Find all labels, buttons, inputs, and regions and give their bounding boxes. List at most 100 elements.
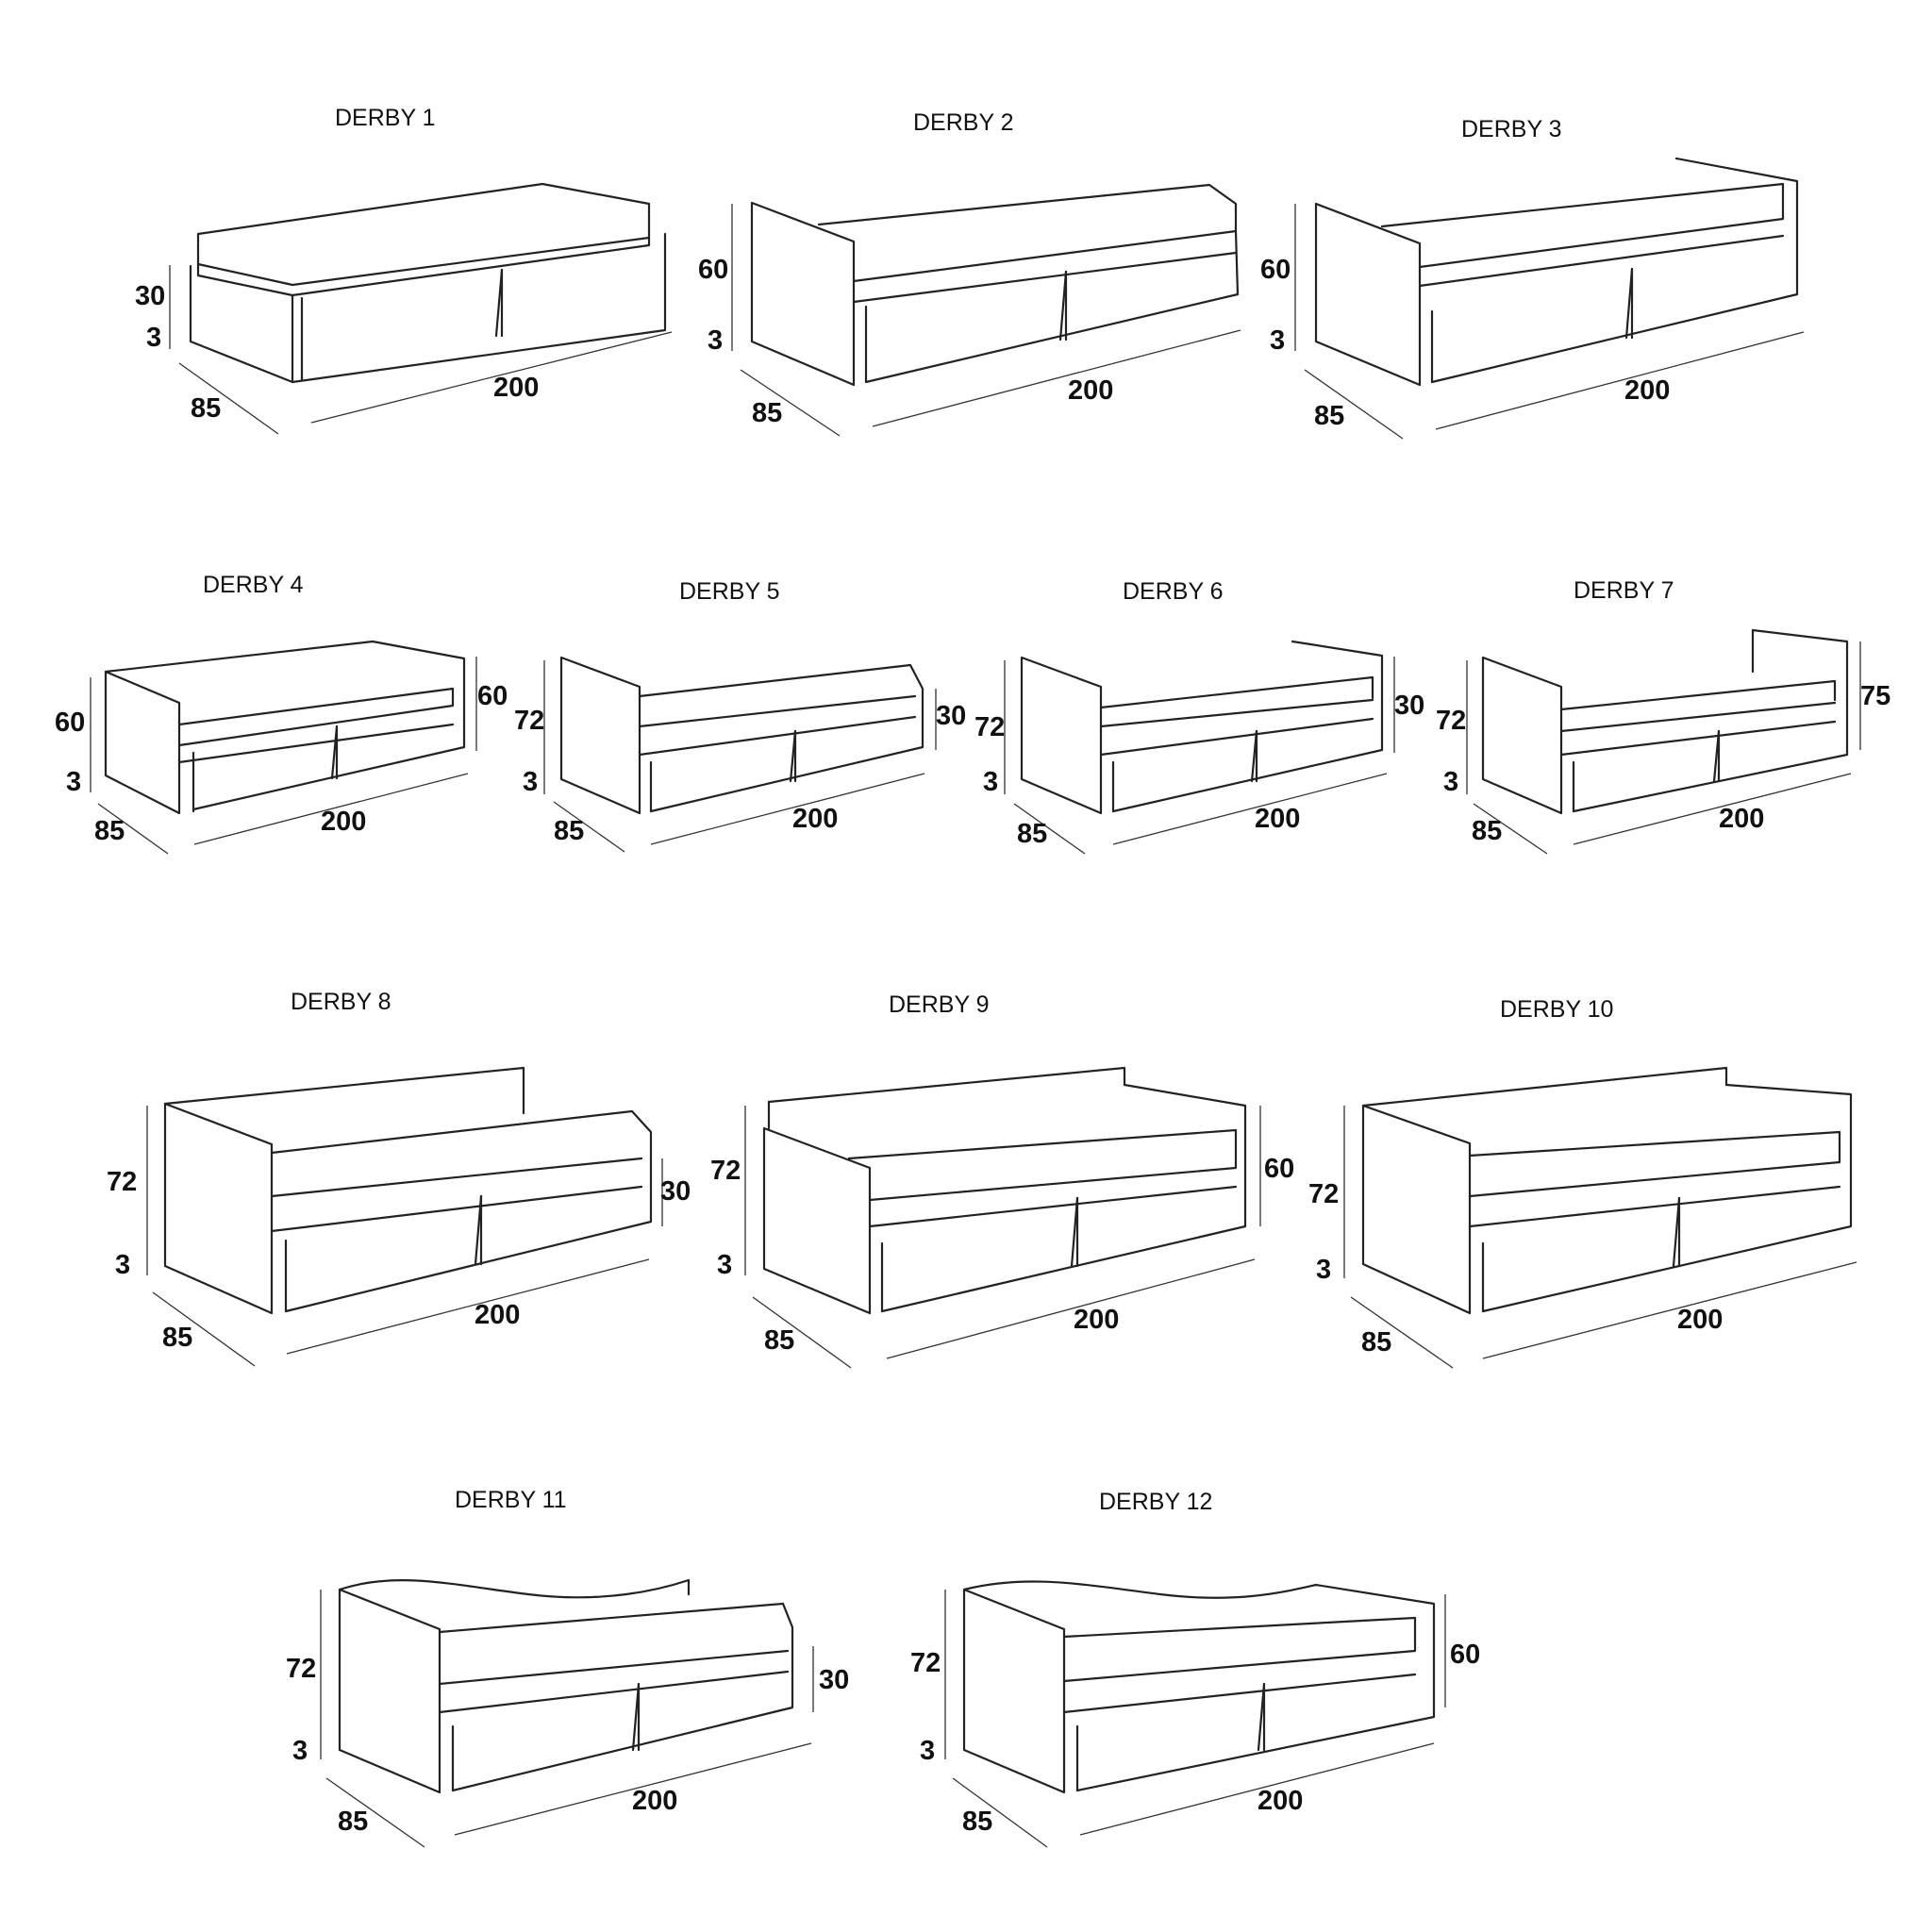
leg-height-label: 3	[115, 1250, 130, 1280]
leg-height-label: 3	[983, 767, 998, 797]
left-height-label: 60	[55, 708, 85, 738]
right-height-label: 60	[1264, 1154, 1294, 1184]
left-height-label: 72	[910, 1648, 941, 1678]
model-derby-10: DERBY 10 72 3 85 200	[1308, 996, 1857, 1369]
dimension-lines	[169, 265, 673, 435]
model-title: DERBY 6	[1123, 578, 1224, 605]
length-label: 200	[1624, 375, 1670, 406]
dimension-lines	[1294, 204, 1805, 440]
model-title: DERBY 5	[679, 578, 780, 605]
dimension-lines	[944, 1590, 1446, 1848]
model-derby-8: DERBY 8 72 30 3 85 200	[107, 989, 691, 1367]
right-height-label: 30	[660, 1176, 691, 1207]
dimension-lines	[1466, 641, 1861, 855]
sofa-drawing	[1361, 1066, 1853, 1315]
depth-label: 85	[191, 393, 221, 424]
dimension-lines	[1004, 657, 1395, 855]
length-label: 200	[1255, 804, 1300, 834]
seat-height-label: 30	[135, 281, 165, 311]
length-label: 200	[1257, 1786, 1303, 1816]
sofa-drawing	[104, 640, 466, 815]
sofa-drawing	[1481, 628, 1849, 815]
sofa-drawing	[189, 182, 667, 384]
dimension-lines	[744, 1106, 1261, 1369]
depth-label: 85	[962, 1807, 992, 1837]
length-label: 200	[493, 373, 539, 403]
leg-height-label: 3	[1443, 767, 1458, 797]
model-derby-9: DERBY 9 72 60 3 85 200	[710, 991, 1294, 1369]
left-height-label: 60	[698, 255, 728, 285]
leg-height-label: 3	[146, 323, 161, 353]
dimension-lines	[146, 1106, 663, 1367]
leg-height-label: 3	[717, 1250, 732, 1280]
sofa-drawing	[962, 1580, 1436, 1794]
length-label: 200	[1074, 1305, 1119, 1335]
length-label: 200	[321, 807, 366, 837]
sofa-drawing	[762, 1066, 1247, 1315]
length-label: 200	[632, 1786, 677, 1816]
right-height-label: 60	[1450, 1640, 1480, 1670]
depth-label: 85	[162, 1323, 192, 1353]
dimension-lines	[543, 660, 937, 853]
model-title: DERBY 7	[1574, 577, 1674, 604]
sofa-drawing	[1020, 640, 1384, 815]
left-height-label: 72	[514, 706, 544, 736]
model-title: DERBY 12	[1099, 1489, 1212, 1515]
left-height-label: 72	[974, 712, 1005, 742]
dimension-lines	[320, 1590, 814, 1848]
left-height-label: 72	[286, 1654, 316, 1684]
left-height-label: 72	[710, 1156, 741, 1186]
model-title: DERBY 4	[203, 572, 304, 598]
length-label: 200	[475, 1300, 520, 1330]
depth-label: 85	[764, 1325, 794, 1356]
leg-height-label: 3	[523, 767, 538, 797]
sofa-drawing	[559, 656, 924, 815]
leg-height-label: 3	[66, 767, 81, 797]
length-label: 200	[792, 804, 838, 834]
leg-height-label: 3	[920, 1736, 935, 1766]
leg-height-label: 3	[292, 1736, 308, 1766]
model-derby-12: DERBY 12 72 60 3 85 200	[910, 1489, 1480, 1848]
sofa-drawing	[1314, 157, 1799, 387]
right-height-label: 75	[1860, 681, 1890, 711]
dimension-lines	[731, 204, 1241, 437]
depth-label: 85	[1472, 816, 1502, 846]
length-label: 200	[1719, 804, 1764, 834]
model-title: DERBY 3	[1461, 116, 1562, 142]
model-title: DERBY 9	[889, 991, 990, 1018]
sofa-drawing	[338, 1578, 794, 1794]
depth-label: 85	[752, 398, 782, 428]
right-height-label: 60	[477, 681, 508, 711]
left-height-label: 72	[1436, 706, 1466, 736]
model-title: DERBY 1	[335, 105, 436, 131]
model-title: DERBY 11	[455, 1487, 567, 1513]
depth-label: 85	[94, 816, 125, 846]
model-derby-5: DERBY 5 72 30 3 85 200	[514, 578, 966, 853]
left-height-label: 72	[107, 1167, 137, 1197]
model-derby-4: DERBY 4 60 60 3 85 200	[55, 572, 508, 855]
sofa-drawing	[163, 1066, 653, 1315]
depth-label: 85	[338, 1807, 368, 1837]
depth-label: 85	[1017, 819, 1047, 849]
leg-height-label: 3	[1316, 1255, 1331, 1285]
left-height-label: 72	[1308, 1179, 1339, 1209]
sofa-drawing	[750, 183, 1240, 387]
length-label: 200	[1677, 1305, 1723, 1335]
depth-label: 85	[1314, 401, 1344, 431]
length-label: 200	[1068, 375, 1113, 406]
dimension-lines	[1343, 1106, 1857, 1369]
leg-height-label: 3	[1270, 325, 1285, 356]
model-derby-1: DERBY 1 30 3 85 200	[135, 105, 673, 435]
model-title: DERBY 10	[1500, 996, 1613, 1023]
depth-label: 85	[554, 816, 584, 846]
model-derby-11: DERBY 11 72 30 3 85 200	[286, 1487, 849, 1848]
right-height-label: 30	[819, 1665, 849, 1695]
model-title: DERBY 8	[291, 989, 391, 1015]
model-derby-2: DERBY 2 60 3 85 200	[698, 109, 1241, 437]
right-height-label: 30	[936, 701, 966, 731]
left-height-label: 60	[1260, 255, 1291, 285]
right-height-label: 30	[1394, 691, 1424, 721]
model-title: DERBY 2	[913, 109, 1014, 136]
depth-label: 85	[1361, 1327, 1391, 1357]
